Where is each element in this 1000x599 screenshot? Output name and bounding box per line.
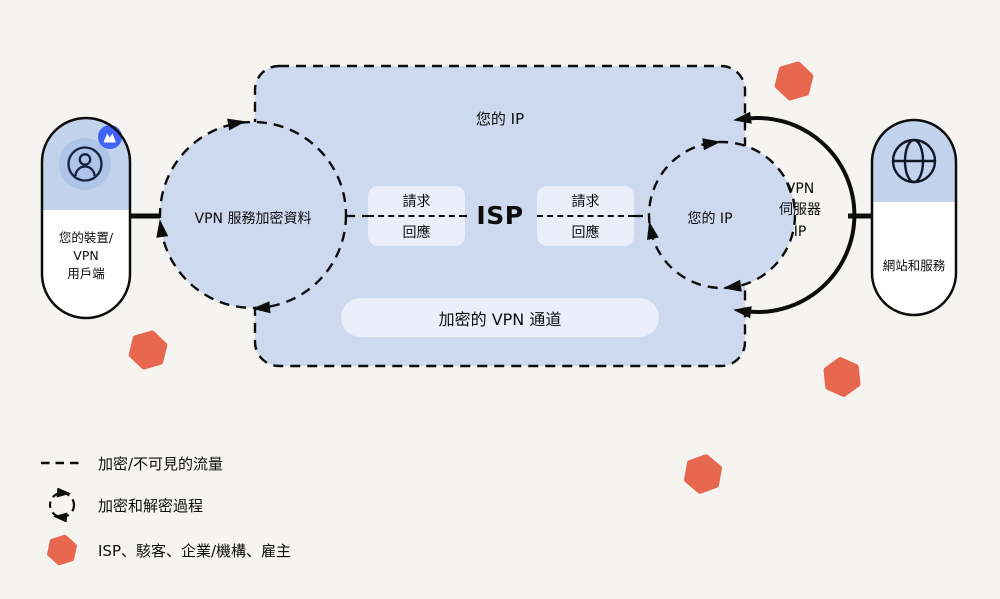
server-to-web-arc — [732, 111, 857, 319]
decryption-circle — [643, 135, 797, 295]
encrypt-circle-label: VPN 服務加密資料 — [194, 211, 312, 227]
user-avatar-icon — [59, 138, 111, 190]
encrypted-tunnel-pill: 加密的 VPN 通道 — [341, 298, 659, 337]
threat-hexagon — [826, 359, 859, 396]
threat-hexagon — [130, 330, 167, 370]
response-label: 回應 — [571, 224, 600, 241]
decrypt-circle-label: 您的 IP — [687, 211, 733, 227]
device-label-line3: 用戶端 — [67, 266, 105, 282]
vpn-server-line3: IP — [793, 223, 807, 240]
legend-label: ISP、駭客、企業/機構、雇主 — [98, 541, 292, 560]
request-response-box-right: 請求 回應 — [537, 186, 634, 246]
device-label-line2: VPN — [73, 248, 99, 264]
device-label-line1: 您的裝置/ — [58, 230, 114, 245]
vpn-logo-badge-icon — [98, 125, 122, 149]
request-label: 請求 — [537, 186, 634, 217]
response-label: 回應 — [402, 224, 431, 241]
threat-hexagon — [776, 61, 813, 101]
globe-icon — [891, 138, 937, 184]
vpn-server-line2: 伺服器 — [779, 202, 821, 219]
legend-label: 加密/不可見的流量 — [98, 454, 224, 473]
device-label: 您的裝置/ VPN 用戶端 — [42, 229, 130, 283]
legend-item-encryption-process: 加密和解密過程 — [38, 488, 203, 522]
device-capsule — [40, 116, 132, 320]
dashed-line-icon — [38, 458, 86, 468]
tunnel-your-ip-label: 您的 IP — [475, 110, 525, 128]
legend-item-encrypted-traffic: 加密/不可見的流量 — [38, 450, 223, 476]
vpn-server-label: VPN 伺服器 IP — [760, 179, 840, 243]
website-label: 網站和服務 — [882, 258, 946, 273]
vpn-server-line1: VPN — [785, 181, 815, 197]
website-capsule — [870, 118, 958, 317]
isp-label: ISP — [469, 195, 531, 236]
request-label: 請求 — [368, 186, 465, 217]
request-response-box-left: 請求 回應 — [368, 186, 465, 246]
encryption-cycle-icon — [38, 488, 86, 522]
hexagon-threat-icon — [38, 532, 86, 568]
legend-label: 加密和解密過程 — [98, 496, 204, 515]
threat-hexagon — [686, 455, 721, 494]
legend-item-threats: ISP、駭客、企業/機構、雇主 — [38, 532, 291, 568]
encryption-circle — [153, 115, 348, 315]
